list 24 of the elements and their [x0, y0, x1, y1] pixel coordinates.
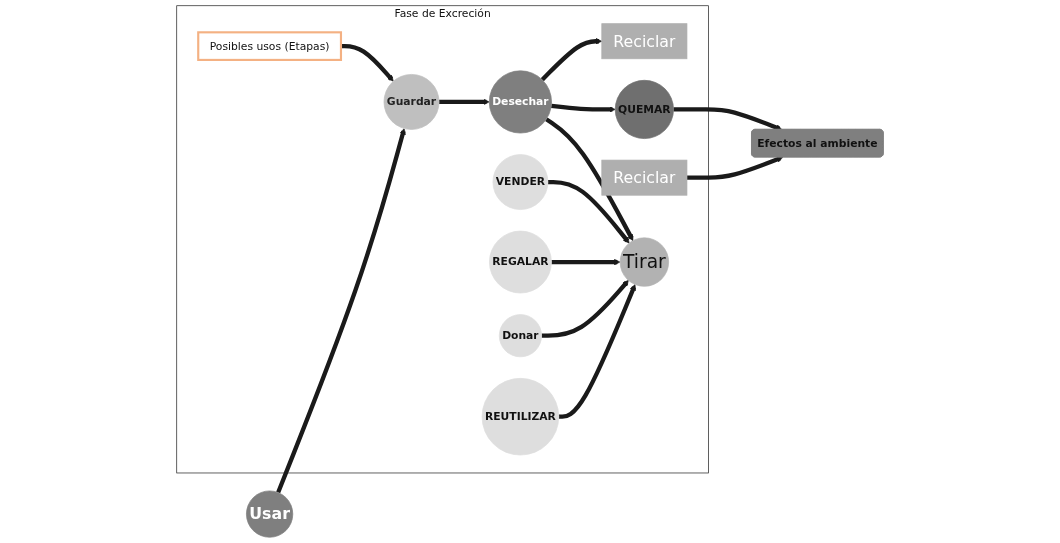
- node-circle: REUTILIZAR: [481, 378, 560, 456]
- node-box: Posibles usos (Etapas): [197, 31, 343, 61]
- node-box: Reciclar: [601, 23, 688, 60]
- node-circle: Tirar: [619, 237, 669, 287]
- arrow: [673, 107, 783, 131]
- node-box: Reciclar: [601, 159, 688, 196]
- arrow: [558, 284, 636, 419]
- arrow: [541, 280, 629, 338]
- arrow: [547, 179, 630, 244]
- arrow: [551, 258, 621, 266]
- node-circle: Guardar: [383, 74, 440, 130]
- arrow: [276, 128, 406, 494]
- node-circle: QUEMAR: [614, 79, 674, 139]
- arrow: [340, 44, 394, 82]
- node-circle: REGALAR: [489, 230, 552, 294]
- node-circle: Usar: [246, 490, 294, 538]
- arrow: [551, 103, 616, 113]
- node-circle: Desechar: [488, 70, 552, 134]
- node-circle: Donar: [498, 314, 542, 358]
- arrow: [686, 156, 784, 180]
- arrow: [439, 98, 490, 106]
- arrow: [540, 38, 603, 82]
- arrow: [545, 117, 634, 241]
- node-circle: VENDER: [492, 154, 549, 210]
